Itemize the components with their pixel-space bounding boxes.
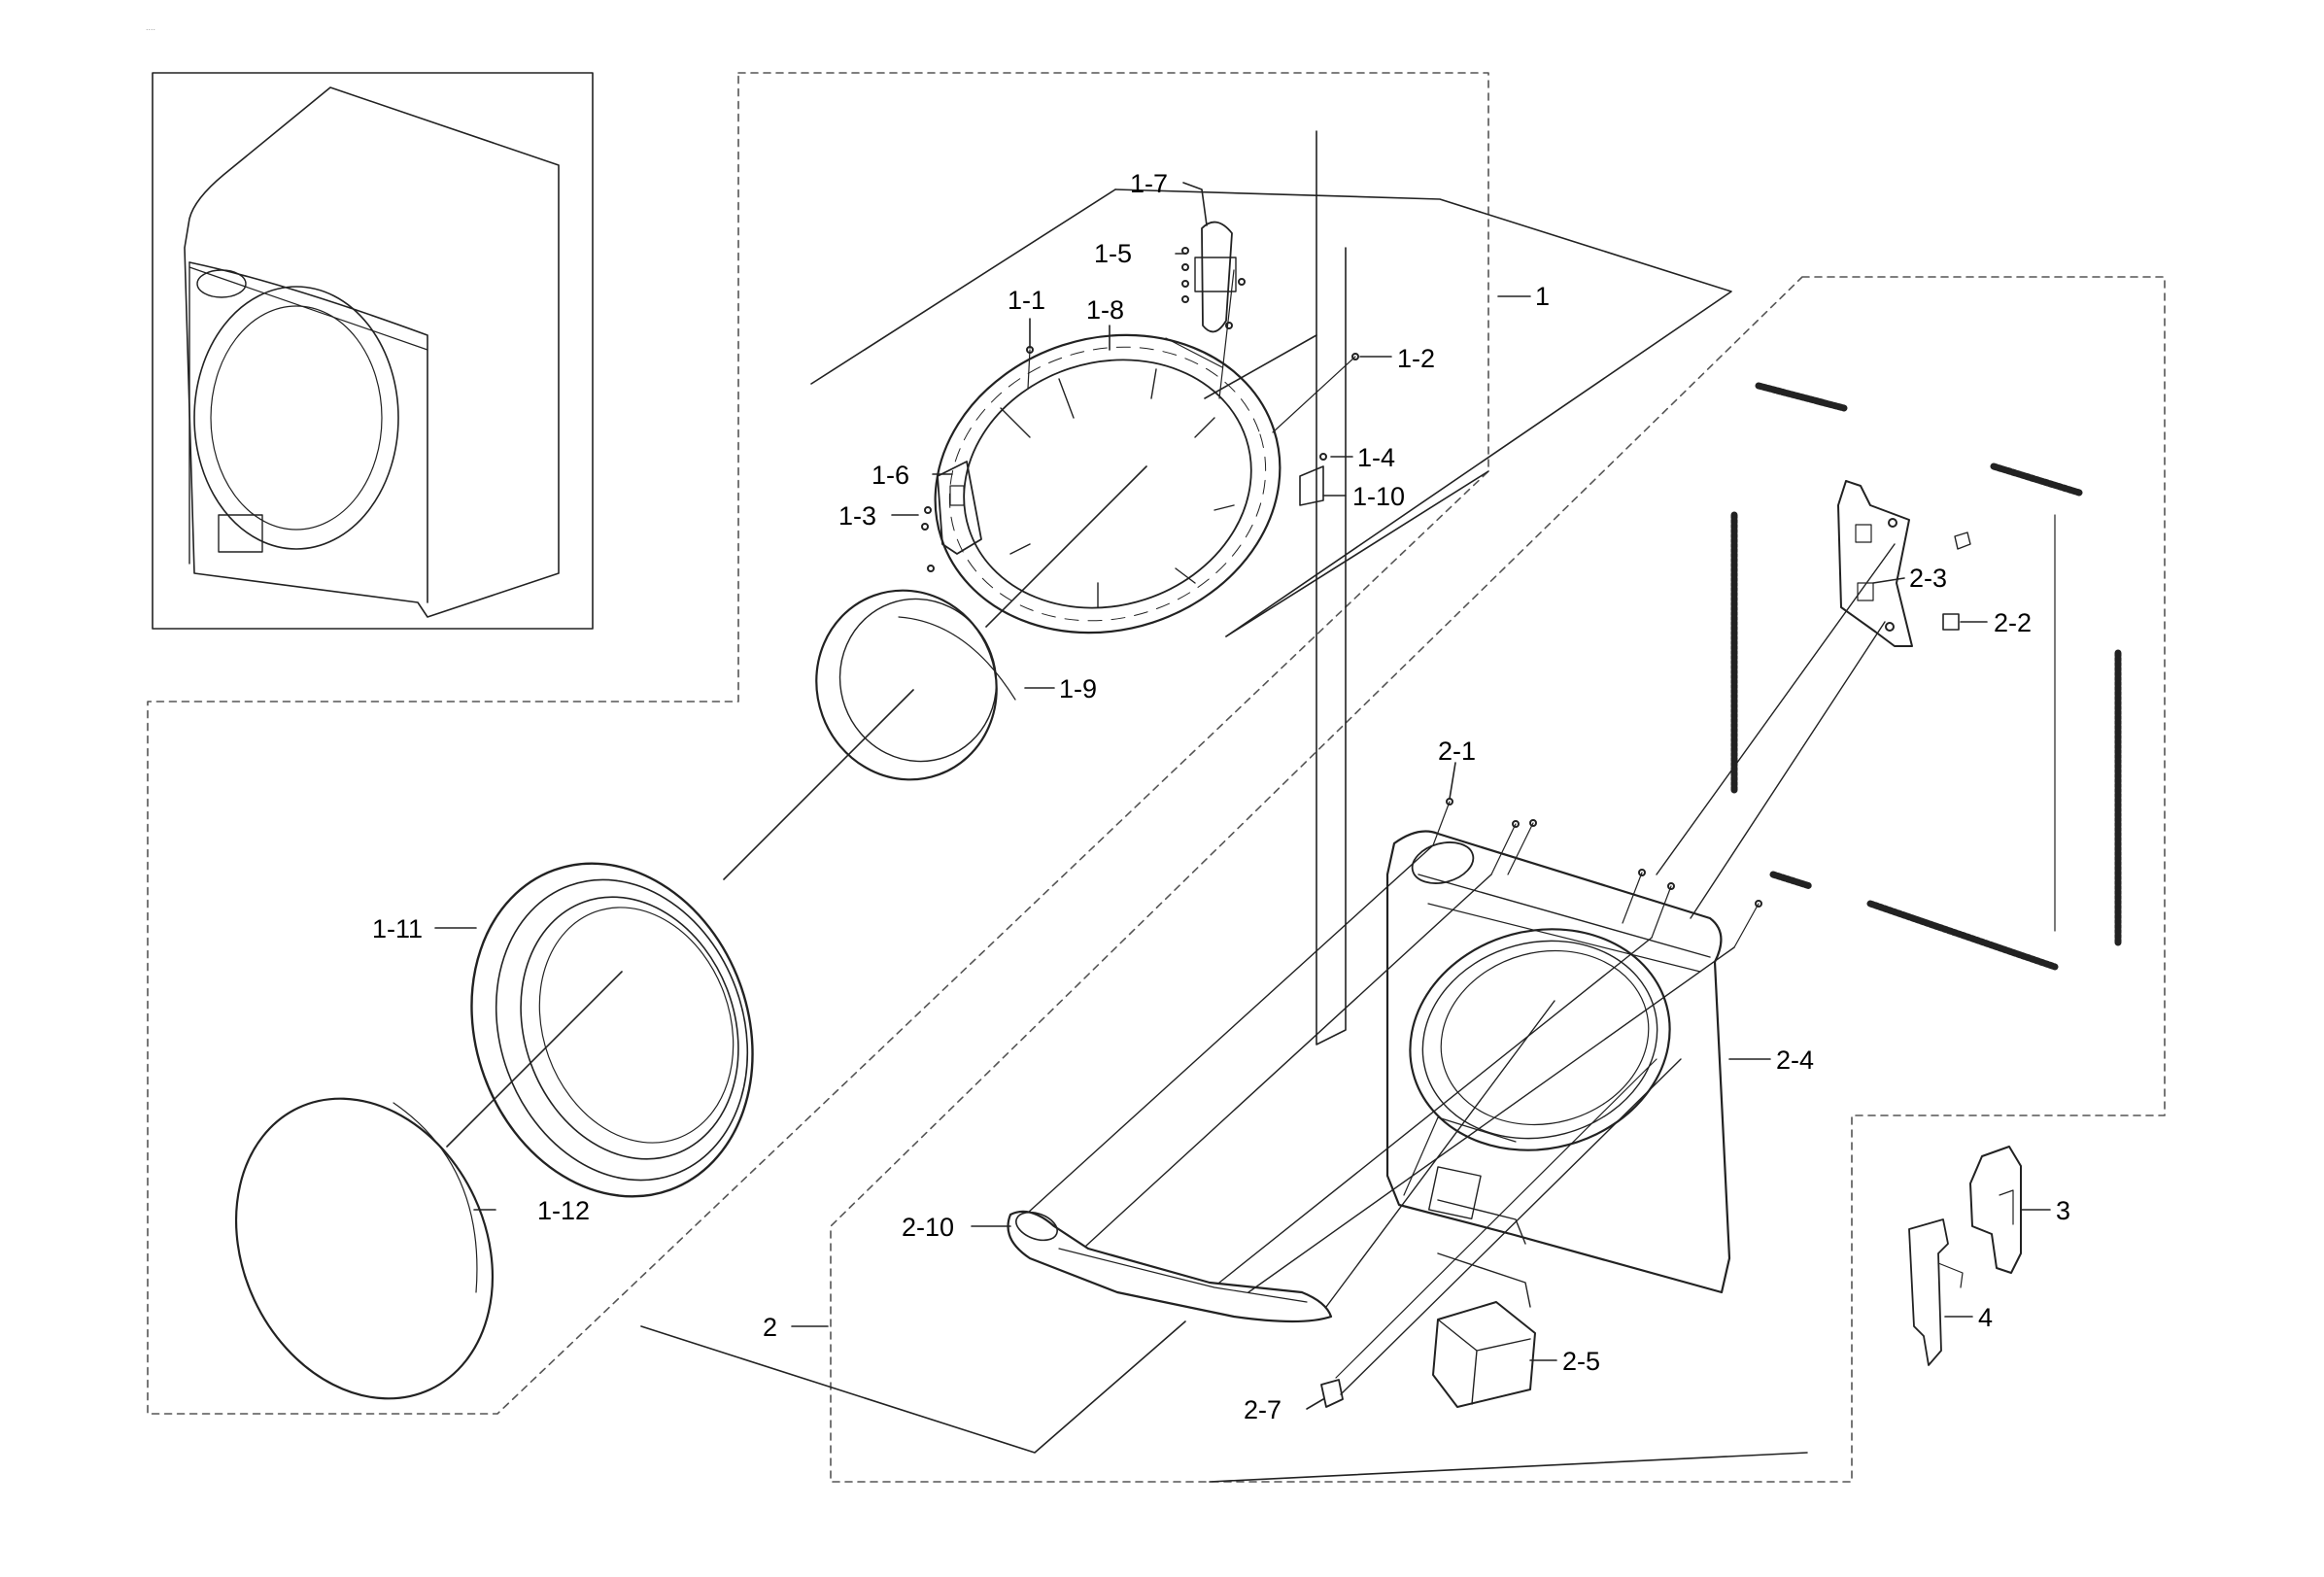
callout-1-9: 1-9: [1059, 674, 1097, 703]
callout-1-2: 1-2: [1397, 344, 1435, 373]
callout-1-3: 1-3: [838, 501, 876, 531]
callout-1-11: 1-11: [372, 914, 423, 943]
callout-2-1: 2-1: [1438, 737, 1476, 766]
callout-4: 4: [1978, 1303, 1993, 1332]
latch-1-6: [921, 461, 982, 572]
callout-1-1: 1-1: [1008, 286, 1045, 315]
hinge-1-7: [1165, 221, 1246, 399]
callout-2-10: 2-10: [902, 1213, 954, 1242]
callout-1-4: 1-4: [1357, 443, 1395, 472]
outer-cover-1-12: [234, 1097, 495, 1400]
callout-1-12: 1-12: [537, 1196, 590, 1225]
part-4: [1908, 1218, 1964, 1366]
callout-1: 1: [1535, 282, 1550, 311]
callout-3: 3: [2056, 1196, 2070, 1225]
outer-ring-1-11: [470, 862, 754, 1198]
callout-2-4: 2-4: [1776, 1046, 1814, 1075]
callout-1-5: 1-5: [1094, 239, 1132, 268]
group-outlines: [147, 72, 2166, 1483]
callout-labels: 1 1-1 1-2 1-3 1-4 1-5 1-6 1-7 1-8 1-9 1-…: [372, 169, 2070, 1424]
callout-1-7: 1-7: [1130, 169, 1168, 198]
callout-1-6: 1-6: [872, 461, 909, 490]
corner-mark: ....: [146, 22, 155, 32]
callout-2-3: 2-3: [1909, 564, 1947, 593]
inner-glass-1-9: [815, 589, 1016, 781]
bracket-1-10: [1026, 346, 1359, 506]
housing-2-5: [1432, 1252, 1536, 1408]
screws-2-1: [1432, 798, 1762, 948]
gasket-strips: [1730, 382, 2122, 971]
callout-leaders: [434, 182, 2051, 1410]
control-panel-2-10: [1007, 1210, 1333, 1323]
door-axis-lines: [446, 465, 1147, 1148]
bracket-2-3: [1837, 480, 1913, 647]
part-3: [1969, 1146, 2022, 1274]
callout-2-5: 2-5: [1562, 1347, 1600, 1376]
part-2-7: [1320, 1058, 1658, 1408]
callout-2: 2: [763, 1313, 777, 1342]
reference-thumbnail: [152, 72, 594, 630]
callout-1-8: 1-8: [1086, 295, 1124, 325]
callout-2-2: 2-2: [1994, 608, 2032, 637]
callout-2-7: 2-7: [1244, 1395, 1282, 1424]
panel-leaders: [1027, 543, 1896, 1395]
callout-1-10: 1-10: [1352, 482, 1405, 511]
assembly-brackets: [640, 130, 1808, 1483]
clip-2-2: [1942, 531, 1971, 631]
